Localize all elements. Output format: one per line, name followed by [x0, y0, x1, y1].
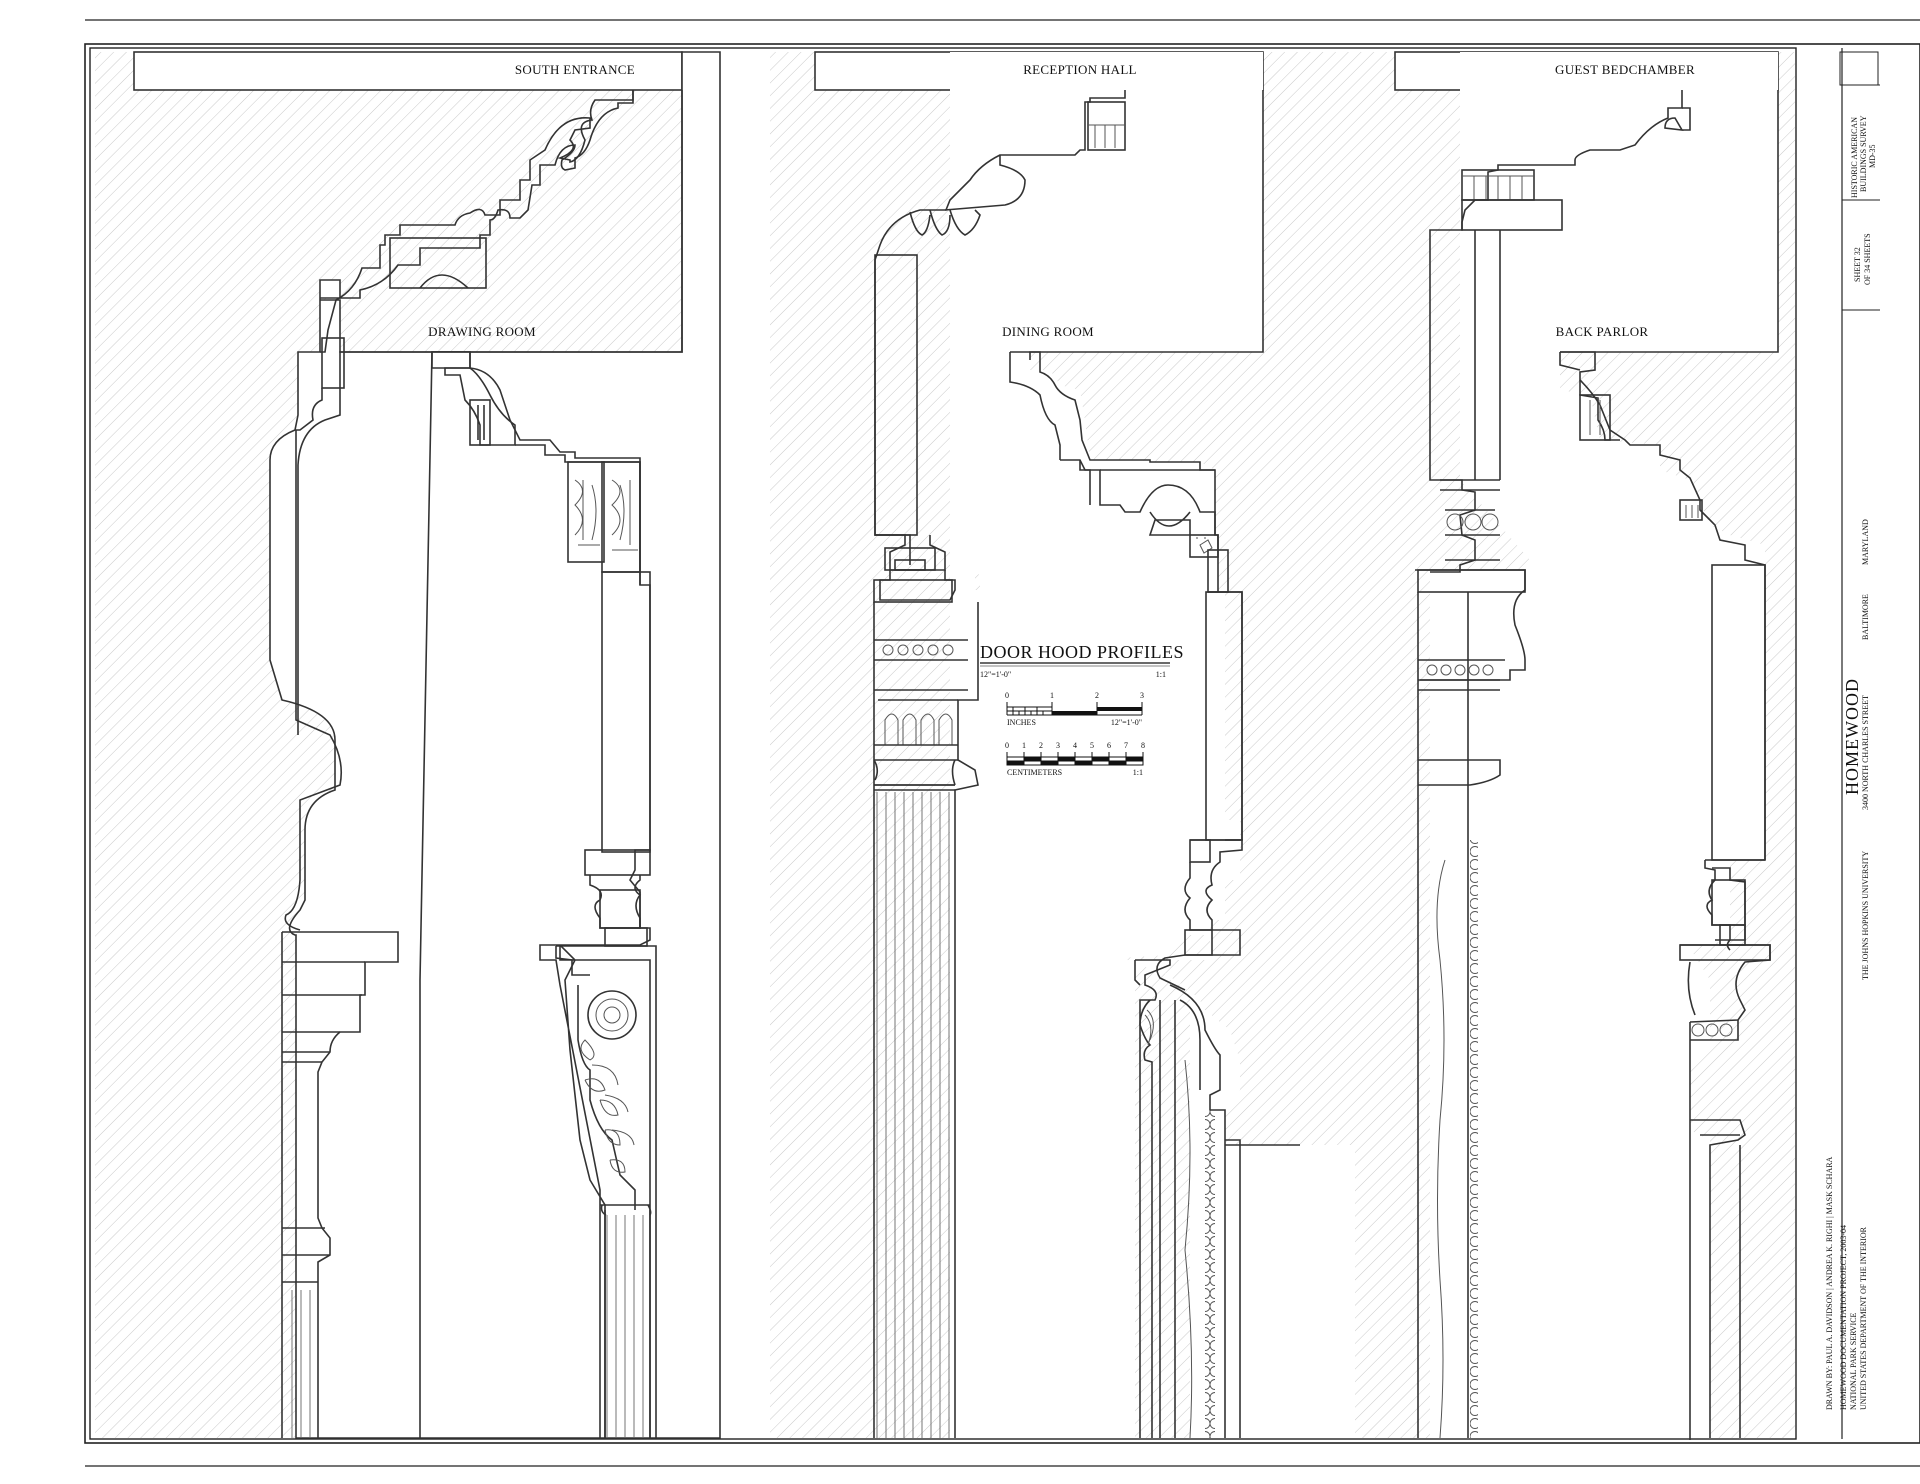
inches-tick-1: 1 [1050, 691, 1054, 700]
cm-tick-1: 1 [1022, 741, 1026, 750]
cm-tick-3: 3 [1056, 741, 1060, 750]
centimeters-scale: 1:1 [1133, 768, 1143, 777]
drawing-credits: DRAWN BY: PAUL A. DAVIDSON | ANDREA K. R… [1825, 1156, 1834, 1410]
cm-tick-2: 2 [1039, 741, 1043, 750]
centimeters-label: CENTIMETERS [1007, 768, 1062, 777]
agency-line-1: NATIONAL PARK SERVICE [1849, 1312, 1858, 1410]
label-guest-bedchamber: GUEST BEDCHAMBER [1555, 62, 1695, 77]
dining-room-hood [1010, 351, 1219, 592]
site-name: HOMEWOOD [1842, 678, 1862, 795]
label-drawing-room: DRAWING ROOM [428, 324, 536, 339]
state: MARYLAND [1861, 519, 1870, 565]
panel-south-entrance [95, 51, 721, 1439]
centimeters-scale-bar: 0 1 2 3 4 5 6 7 8 CENTIMETERS 1:1 [1005, 741, 1145, 777]
drawing-border [84, 43, 1920, 1444]
cm-tick-7: 7 [1124, 741, 1128, 750]
cm-tick-5: 5 [1090, 741, 1094, 750]
panel-reception-hall [770, 51, 1355, 1439]
inches-tick-0: 0 [1005, 691, 1009, 700]
drawing-room-wall-profile [284, 388, 343, 931]
address: 3400 NORTH CHARLES STREET [1861, 695, 1870, 810]
survey-line-2: BUILDINGS SURVEY [1859, 115, 1868, 192]
cm-tick-0: 0 [1005, 741, 1009, 750]
scale-legend: DOOR HOOD PROFILES 12"=1'-0" 1:1 0 1 2 3… [980, 642, 1184, 777]
south-entrance-upper-moulding [340, 90, 634, 299]
sheet-title: DOOR HOOD PROFILES [980, 642, 1184, 662]
title-block: HISTORIC AMERICAN BUILDINGS SURVEY MD-35… [1825, 48, 1880, 1439]
project-name: HOMEWOOD DOCUMENTATION PROJECT, 2003-04 [1839, 1225, 1848, 1410]
reception-hall-cornice [874, 90, 1264, 565]
south-entrance-column [282, 931, 399, 1438]
panel-guest-bedchamber [1355, 51, 1795, 1440]
sheet-number: SHEET 32 [1853, 247, 1862, 282]
survey-line-1: HISTORIC AMERICAN [1850, 117, 1859, 198]
label-south-entrance: SOUTH ENTRANCE [515, 62, 635, 77]
inches-scale: 12"=1'-0" [1111, 718, 1142, 727]
survey-id: MD-35 [1868, 144, 1877, 168]
south-entrance-cornice [297, 90, 683, 735]
agency-line-2: UNITED STATES DEPARTMENT OF THE INTERIOR [1859, 1226, 1868, 1410]
cm-tick-8: 8 [1141, 741, 1145, 750]
city: BALTIMORE [1861, 594, 1870, 640]
label-reception-hall: RECEPTION HALL [1023, 62, 1137, 77]
inches-tick-2: 2 [1095, 691, 1099, 700]
sheet-total: OF 34 SHEETS [1863, 233, 1872, 285]
inches-scale-bar: 0 1 2 3 INCHES 12"=1'-0" [1005, 691, 1144, 727]
inches-label: INCHES [1007, 718, 1036, 727]
owner: THE JOHNS HOPKINS UNIVERSITY [1861, 851, 1870, 980]
guest-bedchamber-cornice [1429, 90, 1779, 573]
title-scale-right: 1:1 [1156, 670, 1166, 679]
cm-tick-4: 4 [1073, 741, 1077, 750]
title-scale-left: 12"=1'-0" [980, 670, 1011, 679]
cm-tick-6: 6 [1107, 741, 1111, 750]
label-dining-room: DINING ROOM [1002, 324, 1094, 339]
label-back-parlor: BACK PARLOR [1556, 324, 1649, 339]
inches-tick-3: 3 [1140, 691, 1144, 700]
drawing-inner-border [89, 47, 1797, 1440]
